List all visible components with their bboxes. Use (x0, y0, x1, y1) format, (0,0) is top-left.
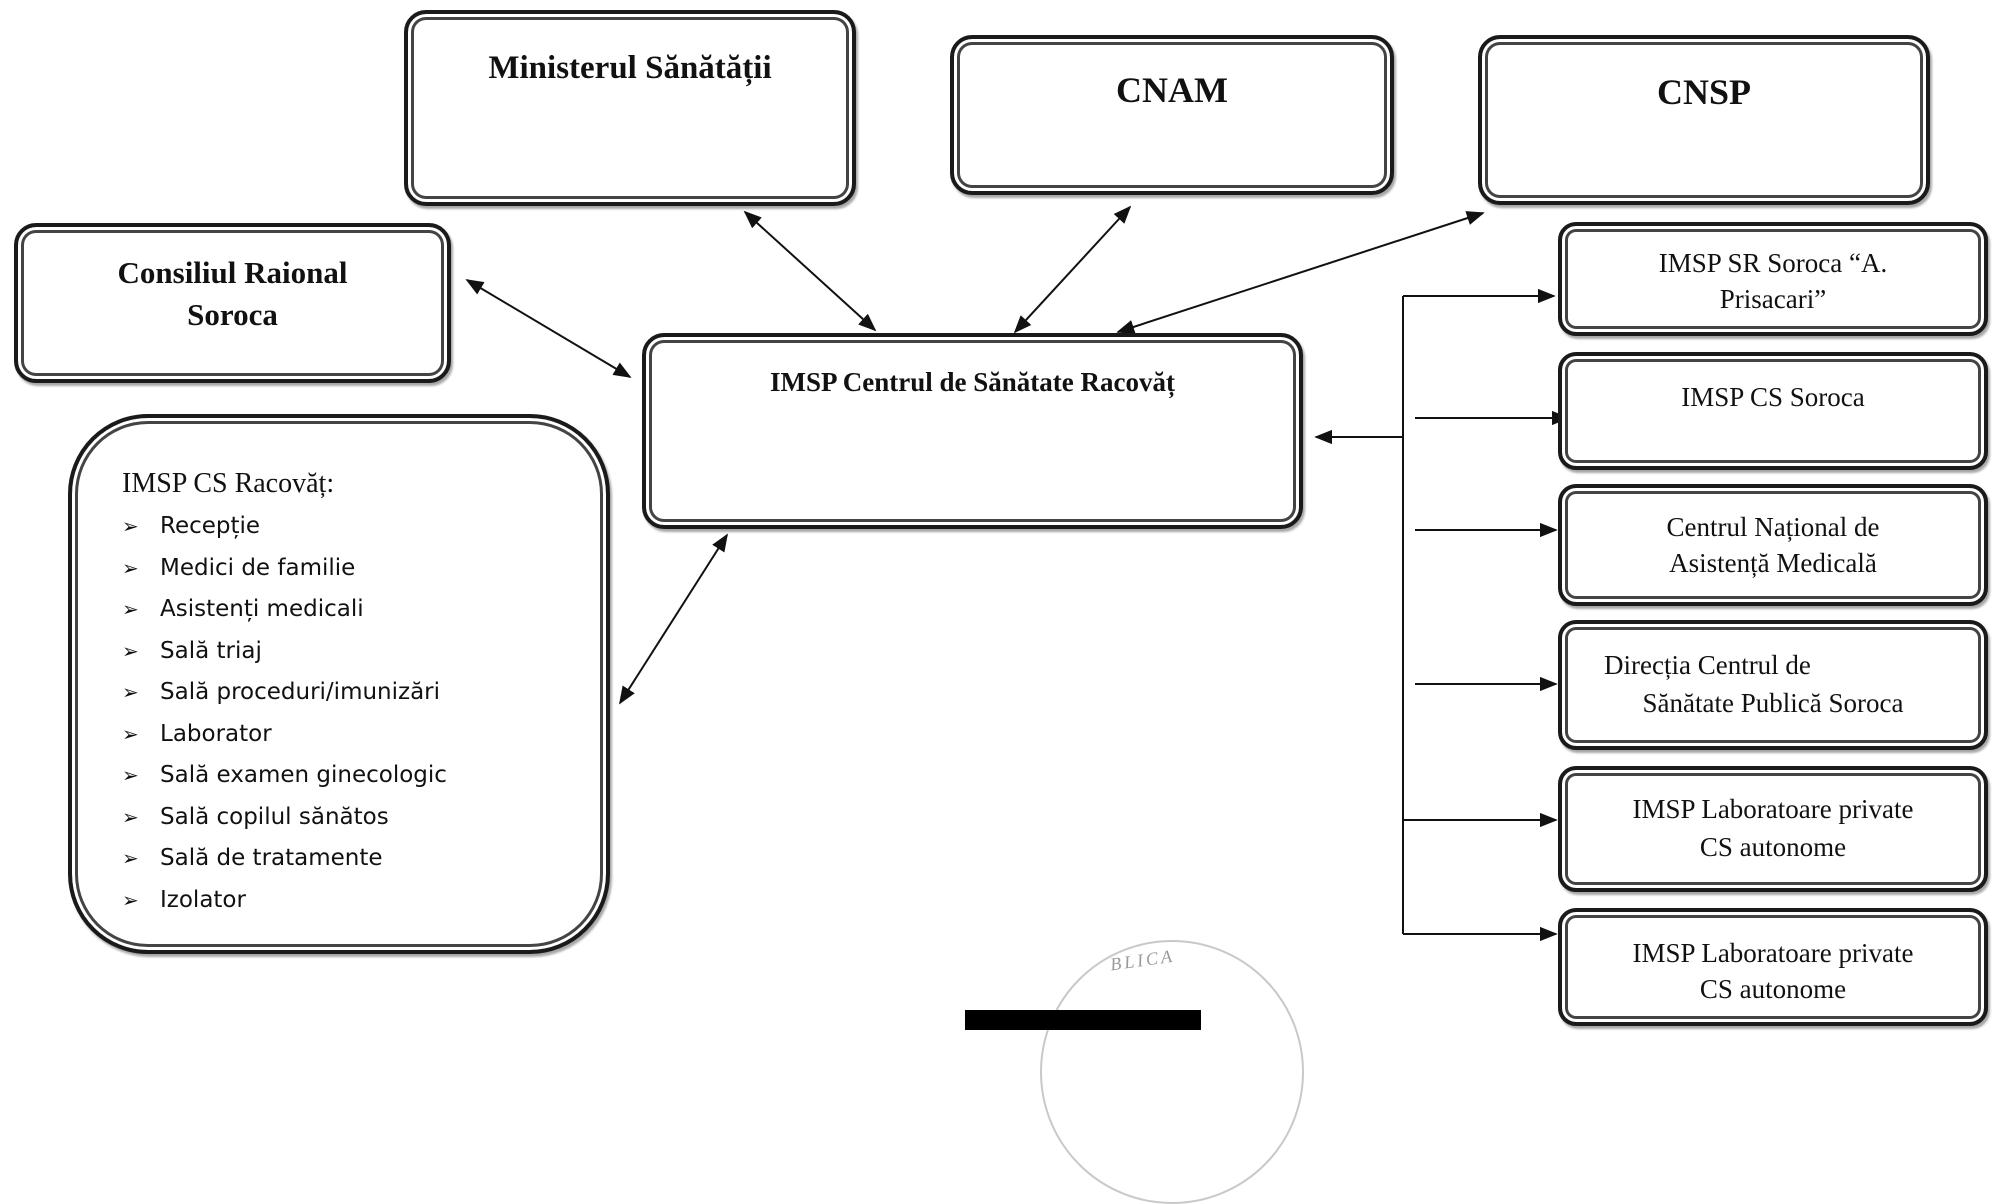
list-item: ➢ Sală proceduri/imunizări (122, 672, 447, 714)
list-item-label: Medici de familie (160, 554, 356, 581)
box-right-3: Centrul Național de Asistență Medicală (1558, 484, 1988, 606)
list-item-label: Sală examen ginecologic (160, 762, 447, 788)
arrow-ministerul-center (743, 210, 877, 332)
official-stamp (1040, 940, 1304, 1204)
redaction-bar (965, 1010, 1201, 1030)
panel-list: ➢ Recepție ➢ Medici de familie ➢ Asistenți … (122, 506, 447, 921)
bullet-arrow-icon: ➢ (122, 763, 139, 787)
list-item: ➢ Sală examen ginecologic (122, 755, 447, 797)
bullet-arrow-icon: ➢ (122, 721, 139, 746)
box-right-6-line1: IMSP Laboratoare private (1632, 938, 1914, 968)
box-center: IMSP Centrul de Sănătate Racovăț (642, 333, 1303, 529)
list-item-label: Sală proceduri/imunizări (160, 679, 441, 705)
list-item: ➢ Sală copilul sănătos (122, 797, 447, 839)
arrow-cnam-center (1013, 205, 1132, 334)
connector-lines (465, 205, 1570, 942)
box-right-5-line1: IMSP Laboratoare private (1632, 794, 1914, 824)
list-item-label: Asistenți medicali (160, 596, 364, 622)
box-right-2: IMSP CS Soroca (1558, 352, 1988, 470)
panel-racovat: IMSP CS Racovăț: ➢ Recepție ➢ Medici de fa… (68, 414, 610, 954)
box-right-5: IMSP Laboratoare private CS autonome (1558, 766, 1988, 892)
list-item: ➢ Asistenți medicali (122, 589, 447, 631)
list-item: ➢ Laborator (122, 714, 447, 756)
bullet-arrow-icon: ➢ (122, 887, 139, 912)
box-cnsp-label: CNSP (1656, 72, 1751, 112)
bullet-arrow-icon: ➢ (122, 514, 139, 538)
box-right-3-line1: Centrul Național de (1666, 512, 1880, 542)
box-right-2-line1: IMSP CS Soroca (1681, 382, 1865, 412)
list-item-label: Sală copilul sănătos (160, 803, 389, 830)
list-item: ➢ Sală triaj (122, 631, 447, 673)
list-item: ➢ Medici de familie (122, 548, 447, 590)
list-item-label: Sală triaj (160, 637, 262, 664)
bullet-arrow-icon: ➢ (122, 846, 139, 870)
arrow-panel-center (619, 533, 728, 705)
arrow-consiliul-center (465, 279, 632, 378)
panel-title: IMSP CS Racovăț: (122, 468, 335, 499)
box-right-4: Direcția Centrul de Sănătate Publică Sor… (1558, 620, 1988, 750)
bullet-arrow-icon: ➢ (122, 680, 139, 704)
list-item-label: Laborator (160, 720, 272, 747)
list-item: ➢ Izolator (122, 880, 447, 922)
arrow-cnsp-center (1116, 211, 1485, 334)
box-cnam: CNAM (950, 35, 1394, 195)
box-consiliul-label-line1: Consiliul Raional (117, 255, 348, 290)
box-right-1-line2: Prisacari” (1719, 284, 1827, 314)
bullet-arrow-icon: ➢ (122, 597, 139, 621)
list-item-label: Recepție (160, 513, 261, 539)
box-ministerul-label: Ministerul Sănătății (488, 50, 772, 86)
box-right-6: IMSP Laboratoare private CS autonome (1558, 908, 1988, 1026)
box-right-3-line2: Asistență Medicală (1669, 548, 1877, 578)
box-consiliul: Consiliul Raional Soroca (14, 223, 451, 383)
box-right-1-line1: IMSP SR Soroca “A. (1658, 248, 1888, 278)
bullet-arrow-icon: ➢ (122, 804, 139, 829)
box-cnam-label: CNAM (1116, 70, 1228, 110)
box-right-4-line2: Sănătate Publică Soroca (1642, 688, 1904, 718)
bullet-arrow-icon: ➢ (122, 638, 139, 663)
box-right-1: IMSP SR Soroca “A. Prisacari” (1558, 222, 1988, 336)
box-right-4-line1: Direcția Centrul de (1604, 650, 1811, 680)
box-center-label: IMSP Centrul de Sănătate Racovăț (770, 367, 1175, 397)
bullet-arrow-icon: ➢ (122, 555, 139, 580)
list-item: ➢ Recepție (122, 506, 447, 548)
list-item: ➢ Sală de tratamente (122, 838, 447, 880)
box-cnsp: CNSP (1478, 35, 1930, 205)
box-right-5-line2: CS autonome (1699, 832, 1847, 862)
box-ministerul: Ministerul Sănătății (404, 10, 856, 206)
list-item-label: Sală de tratamente (160, 845, 383, 871)
box-consiliul-label-line2: Soroca (187, 297, 278, 332)
list-item-label: Izolator (160, 886, 246, 913)
box-right-6-line2: CS autonome (1699, 974, 1847, 1004)
